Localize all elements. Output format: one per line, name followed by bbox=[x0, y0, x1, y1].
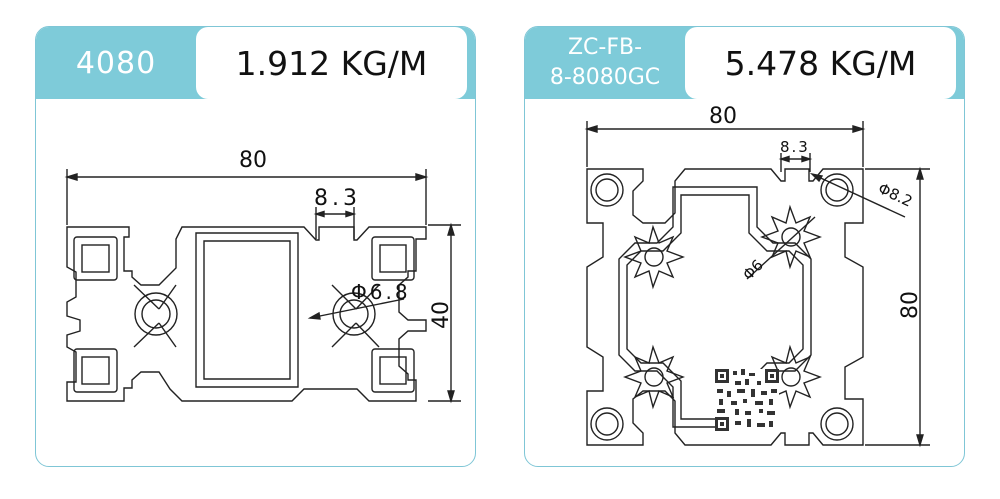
qr-code bbox=[715, 369, 779, 431]
profile-drawing-4080: 80 8.3 Φ6.8 40 bbox=[64, 148, 461, 404]
weight-label: 1.912 KG/M bbox=[196, 27, 467, 99]
profile-card-4080: 4080 1.912 KG/M bbox=[35, 26, 476, 467]
height-dim-label: 40 bbox=[429, 301, 454, 329]
hole-dim-label: Φ6.8 bbox=[351, 280, 411, 304]
model-label: 4080 bbox=[75, 45, 157, 81]
weight-label: 5.478 KG/M bbox=[685, 27, 956, 99]
center-hole-dim-label: Φ6 bbox=[739, 256, 767, 284]
profile-drawing-8080gc: 80 8.3 Φ8.2 Φ6 80 bbox=[584, 104, 930, 448]
height-dim-label: 80 bbox=[898, 291, 923, 319]
card-header: 4080 1.912 KG/M bbox=[36, 27, 475, 99]
card-header: ZC-FB- 8-8080GC 5.478 KG/M bbox=[525, 27, 964, 99]
slot-dim-label: 8.3 bbox=[314, 186, 361, 211]
width-dim-label: 80 bbox=[709, 104, 737, 129]
width-dim-label: 80 bbox=[239, 148, 267, 173]
profile-card-8080gc: ZC-FB- 8-8080GC 5.478 KG/M bbox=[524, 26, 965, 467]
model-line-2: 8-8080GC bbox=[549, 65, 661, 90]
model-line-1: ZC-FB- bbox=[567, 35, 643, 60]
slot-dim-label: 8.3 bbox=[780, 138, 810, 156]
model-label: ZC-FB- 8-8080GC bbox=[525, 27, 685, 99]
